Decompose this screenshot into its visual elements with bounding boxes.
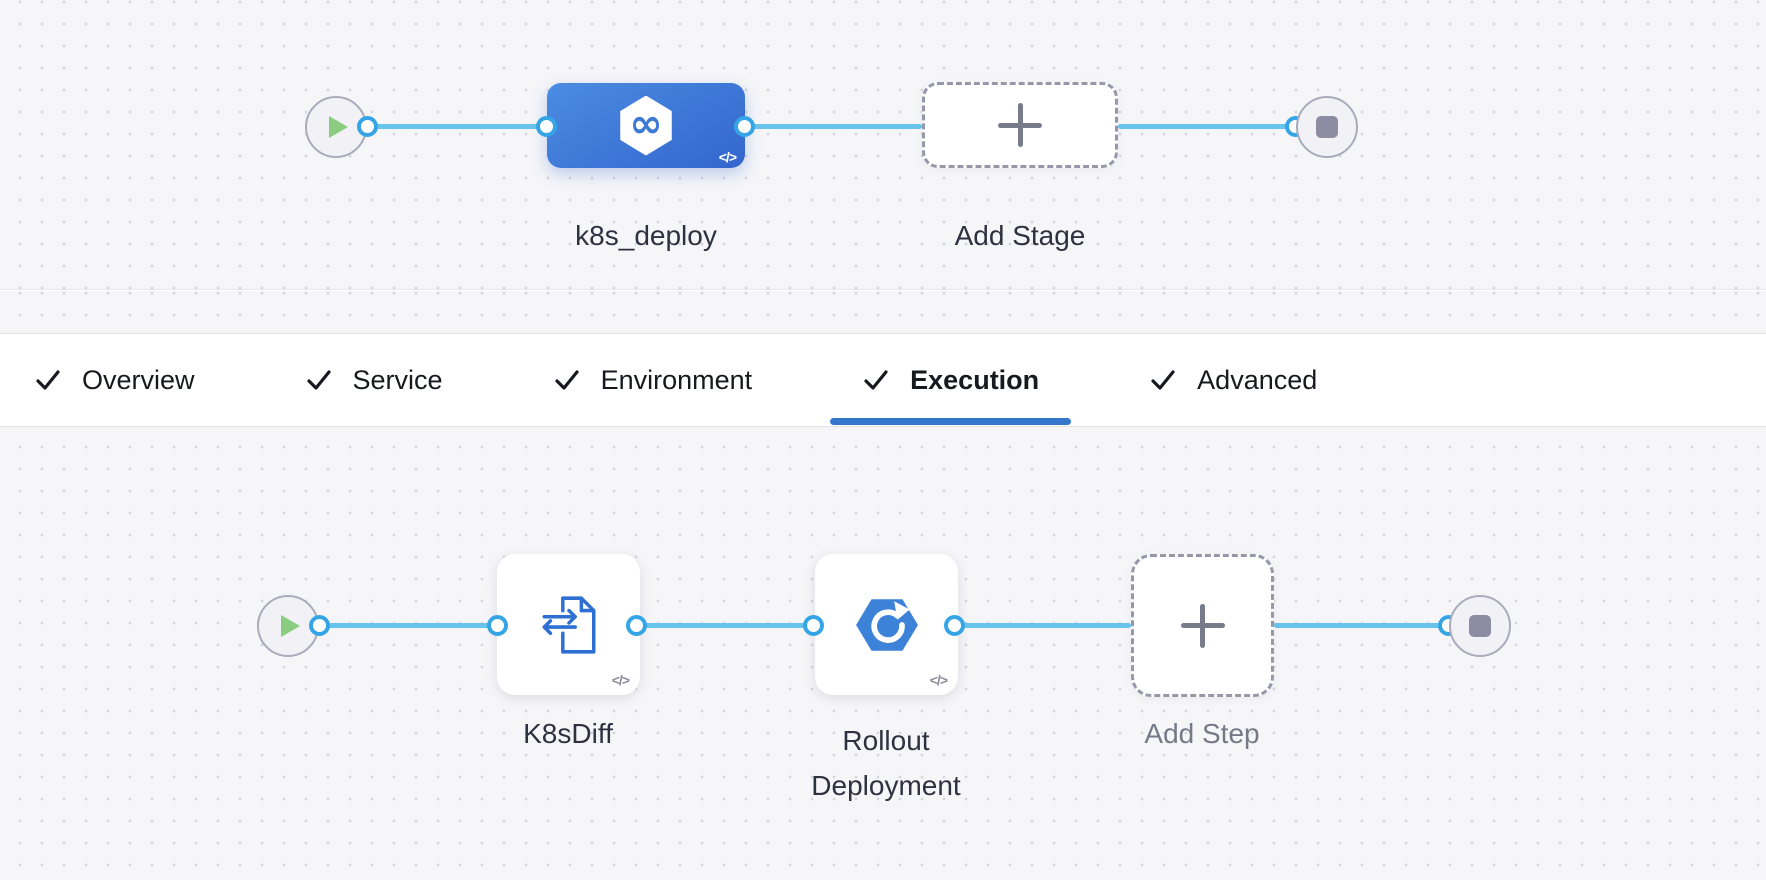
wire	[1274, 623, 1449, 628]
step-node-k8sdiff[interactable]: </>	[497, 554, 640, 695]
stage-name-label: k8s_deploy	[575, 220, 717, 251]
stop-icon	[1469, 615, 1491, 637]
tab-label: Advanced	[1197, 364, 1318, 395]
tab-service[interactable]: Service	[273, 334, 475, 426]
port[interactable]	[734, 116, 755, 137]
stop-icon	[1316, 116, 1338, 138]
check-icon	[864, 370, 888, 390]
wire	[320, 623, 498, 628]
check-icon	[36, 370, 60, 390]
tab-environment[interactable]: Environment	[521, 334, 785, 426]
check-icon	[554, 370, 579, 390]
port[interactable]	[309, 615, 330, 636]
port[interactable]	[944, 615, 965, 636]
file-swap-icon	[541, 595, 596, 654]
tab-overview[interactable]: Overview	[2, 334, 227, 426]
port[interactable]	[487, 615, 508, 636]
play-icon	[329, 116, 348, 138]
plus-icon	[1180, 603, 1226, 649]
execution-canvas: Overview Service Environment Execution A…	[0, 291, 1766, 880]
execution-end-button[interactable]	[1449, 595, 1511, 657]
add-stage-button[interactable]	[922, 82, 1118, 168]
stages-canvas: ∞ </> k8s_deploy Add Stage	[0, 0, 1766, 290]
wire	[637, 623, 814, 628]
tab-label: Execution	[910, 364, 1040, 395]
stage-config-tab-bar: Overview Service Environment Execution A…	[0, 333, 1766, 427]
tab-label: Overview	[82, 364, 195, 395]
port[interactable]	[626, 615, 647, 636]
port[interactable]	[536, 116, 557, 137]
active-tab-underline	[830, 418, 1072, 425]
wire	[1118, 124, 1296, 129]
code-badge-icon: </>	[718, 149, 737, 165]
tab-advanced[interactable]: Advanced	[1117, 334, 1349, 426]
stage-node-k8s-deploy[interactable]: ∞ </>	[547, 83, 745, 168]
add-stage-label: Add Stage	[954, 220, 1086, 251]
wire	[368, 124, 547, 129]
play-icon	[281, 615, 300, 637]
pipeline-end-button[interactable]	[1296, 96, 1358, 158]
add-step-button[interactable]	[1131, 554, 1274, 697]
plus-icon	[997, 102, 1043, 148]
port[interactable]	[803, 615, 824, 636]
tab-label: Environment	[600, 364, 753, 395]
code-badge-icon: </>	[929, 672, 948, 688]
check-icon	[1151, 370, 1175, 390]
port[interactable]	[357, 116, 378, 137]
step-name-label: K8sDiff	[523, 718, 613, 749]
wire	[745, 124, 922, 129]
step-name-label: Rollout Deployment	[811, 725, 961, 801]
tab-execution[interactable]: Execution	[830, 334, 1072, 426]
step-node-rollout-deployment[interactable]: </>	[815, 554, 958, 695]
check-icon	[306, 370, 331, 390]
rollout-hexagon-icon	[855, 598, 918, 651]
pipeline-start-button[interactable]	[305, 96, 367, 158]
tab-label: Service	[352, 364, 443, 395]
wire	[955, 623, 1131, 628]
harness-stage-icon: ∞	[620, 95, 672, 156]
infinity-glyph: ∞	[629, 100, 663, 147]
add-step-label: Add Step	[1144, 718, 1260, 749]
code-badge-icon: </>	[611, 672, 630, 688]
